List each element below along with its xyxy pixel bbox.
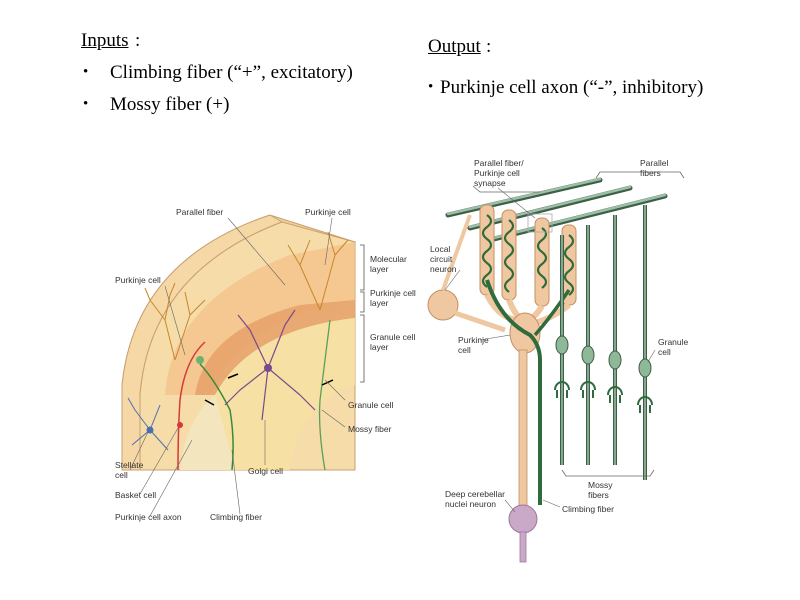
label-golgi-cell: Golgi cell	[248, 466, 283, 476]
right-brackets	[472, 171, 685, 477]
inputs-heading: Inputs	[81, 30, 129, 51]
local-neuron-axon	[454, 310, 506, 333]
bullet-icon: •	[83, 64, 89, 80]
purkinje-layer-band	[195, 300, 355, 395]
stellate-branches	[127, 397, 169, 451]
label-local-1: Local	[430, 244, 450, 254]
bullet-icon: •	[83, 96, 89, 112]
label-deep-1: Deep cerebellar	[445, 489, 505, 499]
label-purkinje-layer-1: Purkinje cell	[370, 288, 416, 298]
golgi-soma	[264, 364, 272, 372]
cortex-block-figure: Parallel fiber Purkinje cell Purkinje ce…	[115, 207, 416, 522]
mossy-fiber-line	[318, 319, 331, 471]
synapse-box	[527, 213, 553, 233]
label-molecular-1: Molecular	[370, 254, 407, 264]
output-item-purkinje-axon: Purkinje cell axon (“-”, inhibitory)	[440, 77, 704, 98]
input-item-climbing: Climbing fiber (“+”, excitatory)	[110, 62, 353, 83]
label-basket-cell: Basket cell	[115, 490, 156, 500]
purkinje-axon	[518, 349, 528, 511]
label-pf-synapse-3: synapse	[474, 178, 506, 188]
label-purkinje-cell-left: Purkinje cell	[115, 275, 161, 285]
basket-soma	[177, 422, 183, 428]
label-granule-2: cell	[658, 347, 671, 357]
climbing-fiber	[485, 279, 542, 505]
label-climbing-fiber-left: Climbing fiber	[210, 512, 262, 522]
right-leader-lines	[444, 187, 656, 513]
layer-brackets	[360, 244, 365, 383]
bullet-icon: •	[428, 79, 434, 95]
purkinje-dendrites	[144, 231, 349, 361]
label-purkinje-layer-2: layer	[370, 298, 389, 308]
label-purkinje-1: Purkinje	[458, 335, 489, 345]
output-heading: Output	[428, 36, 481, 57]
output-colon: :	[486, 36, 492, 57]
local-neuron-dendrite	[441, 214, 472, 291]
label-granule-1: Granule	[658, 337, 689, 347]
deep-neuron-axon	[519, 531, 527, 563]
label-deep-2: nuclei neuron	[445, 499, 496, 509]
label-mossy-1: Mossy	[588, 480, 613, 490]
arrow-purkinje-axon	[204, 399, 215, 406]
purkinje-soma-left	[196, 356, 204, 364]
label-stellate-1: Stellate	[115, 460, 144, 470]
label-stellate-2: cell	[115, 470, 128, 480]
climbing-fiber-spirals	[481, 214, 575, 296]
label-granule-layer-1: Granule cell	[370, 332, 415, 342]
parallel-fiber-highlights	[446, 177, 667, 241]
label-purkinje-cell-top: Purkinje cell	[305, 207, 351, 217]
golgi-cell-branches	[224, 309, 316, 421]
label-pf-synapse-1: Parallel fiber/	[474, 158, 524, 168]
label-parallel-fibers-2: fibers	[640, 168, 661, 178]
red-axon	[177, 341, 206, 471]
climbing-fiber-branch	[533, 289, 571, 337]
deep-nuclei-neuron	[508, 504, 538, 534]
label-mossy-fiber: Mossy fiber	[348, 424, 392, 434]
granule-somas	[555, 335, 652, 378]
label-local-3: neuron	[430, 264, 457, 274]
label-granule-cell: Granule cell	[348, 400, 393, 410]
local-circuit-neuron	[427, 289, 459, 321]
label-pf-synapse-2: Purkinje cell	[474, 168, 520, 178]
label-purkinje-axon: Purkinje cell axon	[115, 512, 182, 522]
label-molecular-2: layer	[370, 264, 389, 274]
circuit-schematic-figure: Parallel fiber/ Purkinje cell synapse Pa…	[427, 158, 689, 563]
label-local-2: circuit	[430, 254, 453, 264]
mossy-rosettes	[554, 381, 653, 413]
label-mossy-2: fibers	[588, 490, 609, 500]
label-climbing-fiber-right: Climbing fiber	[562, 504, 614, 514]
inputs-colon: :	[135, 30, 141, 51]
label-parallel-fiber: Parallel fiber	[176, 207, 223, 217]
left-leader-lines	[129, 217, 346, 517]
label-granule-layer-2: layer	[370, 342, 389, 352]
stellate-soma	[146, 426, 154, 434]
climbing-fiber-line	[199, 363, 234, 471]
arrow-climbing	[227, 373, 239, 379]
white-matter	[180, 395, 235, 470]
label-parallel-fibers-1: Parallel	[640, 158, 668, 168]
granule-layer-band	[215, 318, 355, 470]
input-item-mossy: Mossy fiber (+)	[110, 94, 230, 115]
label-purkinje-2: cell	[458, 345, 471, 355]
